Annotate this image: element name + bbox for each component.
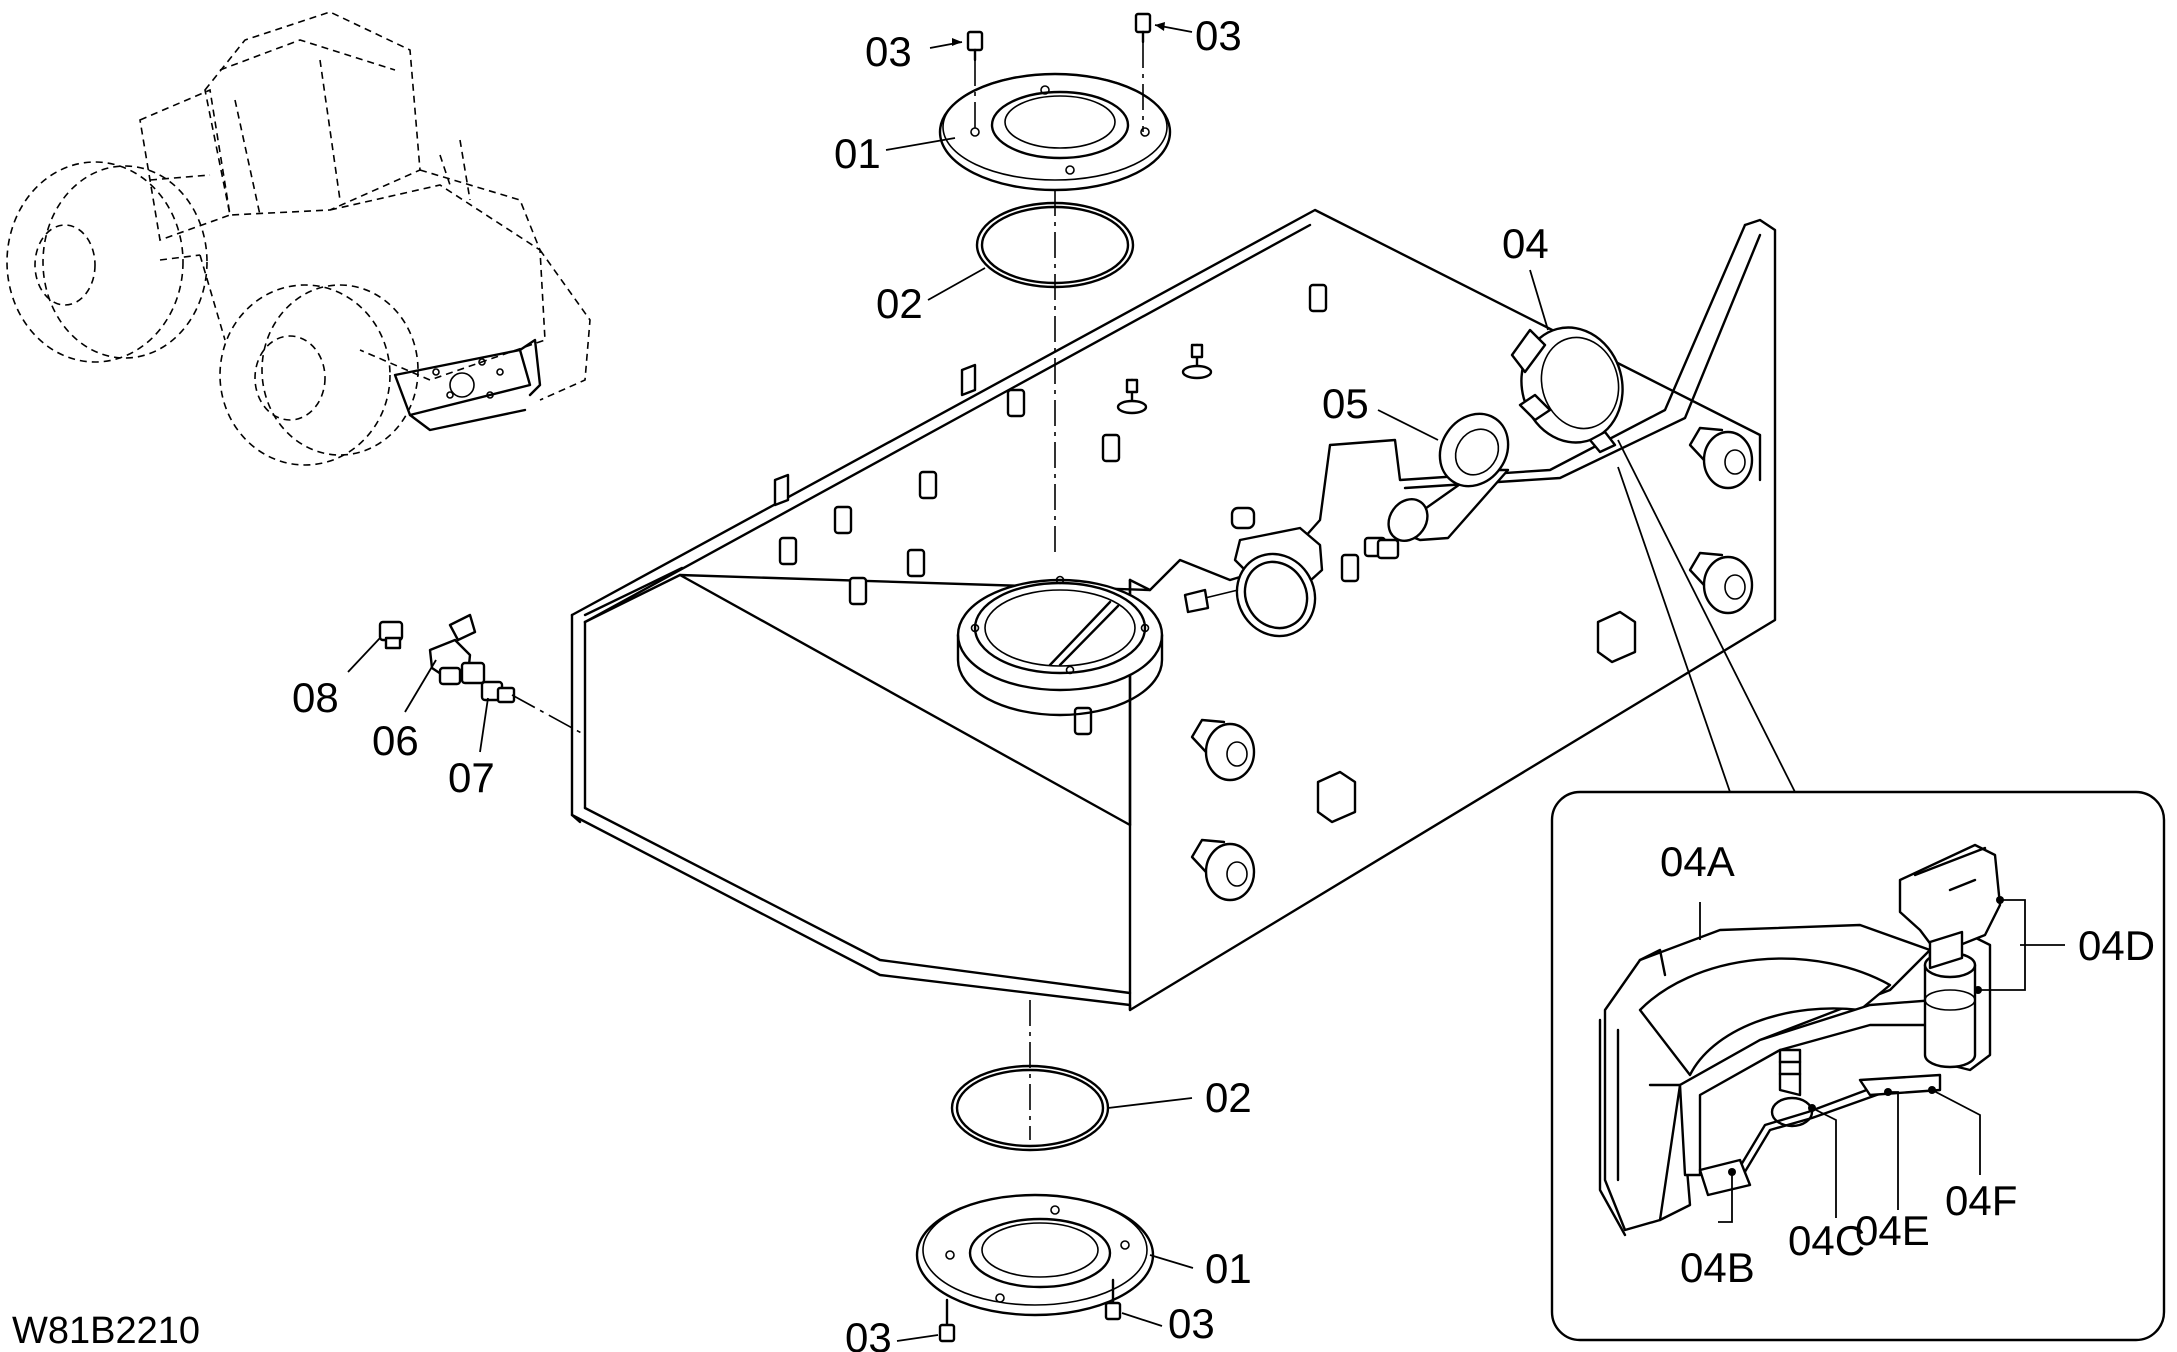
label-04f: 04F	[1945, 1177, 2017, 1224]
drain-plug	[378, 620, 404, 650]
drain-nipple	[480, 680, 516, 704]
fuel-tank-body	[570, 208, 1777, 1012]
label-06: 06	[372, 717, 419, 764]
callout-labels: 03 03 01 02 04 05 08 06 07 02 01 03 03 0…	[12, 12, 2155, 1352]
label-07: 07	[448, 754, 495, 801]
label-04c: 04C	[1788, 1217, 1865, 1264]
top-left-bolt	[966, 30, 984, 62]
detail-cap-cutaway	[1598, 843, 2002, 1237]
label-02-bottom: 02	[1205, 1074, 1252, 1121]
drain-cock	[428, 613, 486, 686]
bottom-right-bolt	[1104, 1278, 1122, 1321]
label-04d: 04D	[2078, 922, 2155, 969]
label-01-top: 01	[834, 130, 881, 177]
label-08: 08	[292, 674, 339, 721]
detail-inset-frame	[1550, 439, 2166, 1342]
label-03-top-right: 03	[1195, 12, 1242, 59]
label-04a: 04A	[1660, 838, 1735, 885]
leader-lines	[347, 22, 2065, 1342]
tank-filler-neck	[1183, 526, 1324, 638]
top-cover-plate	[938, 72, 1172, 192]
tank-top-studs	[773, 283, 1400, 736]
label-05: 05	[1322, 380, 1369, 427]
bottom-left-bolt	[938, 1298, 956, 1343]
drawing-number: W81B2210	[12, 1310, 200, 1352]
label-02-top: 02	[876, 280, 923, 327]
top-right-bolt	[1134, 12, 1152, 44]
label-04: 04	[1502, 220, 1549, 267]
label-03-bottom-right: 03	[1168, 1300, 1215, 1347]
label-04e: 04E	[1855, 1207, 1930, 1254]
bottom-cover-plate	[915, 1193, 1155, 1317]
label-01-bottom: 01	[1205, 1245, 1252, 1292]
tank-top-opening	[956, 575, 1164, 717]
machine-overview-illustration	[6, 11, 591, 466]
filler-strainer	[1387, 412, 1510, 542]
fuel-cap	[1510, 326, 1624, 454]
label-03-top-left: 03	[865, 28, 912, 75]
label-03-bottom-left: 03	[845, 1314, 892, 1352]
label-04b: 04B	[1680, 1244, 1755, 1291]
